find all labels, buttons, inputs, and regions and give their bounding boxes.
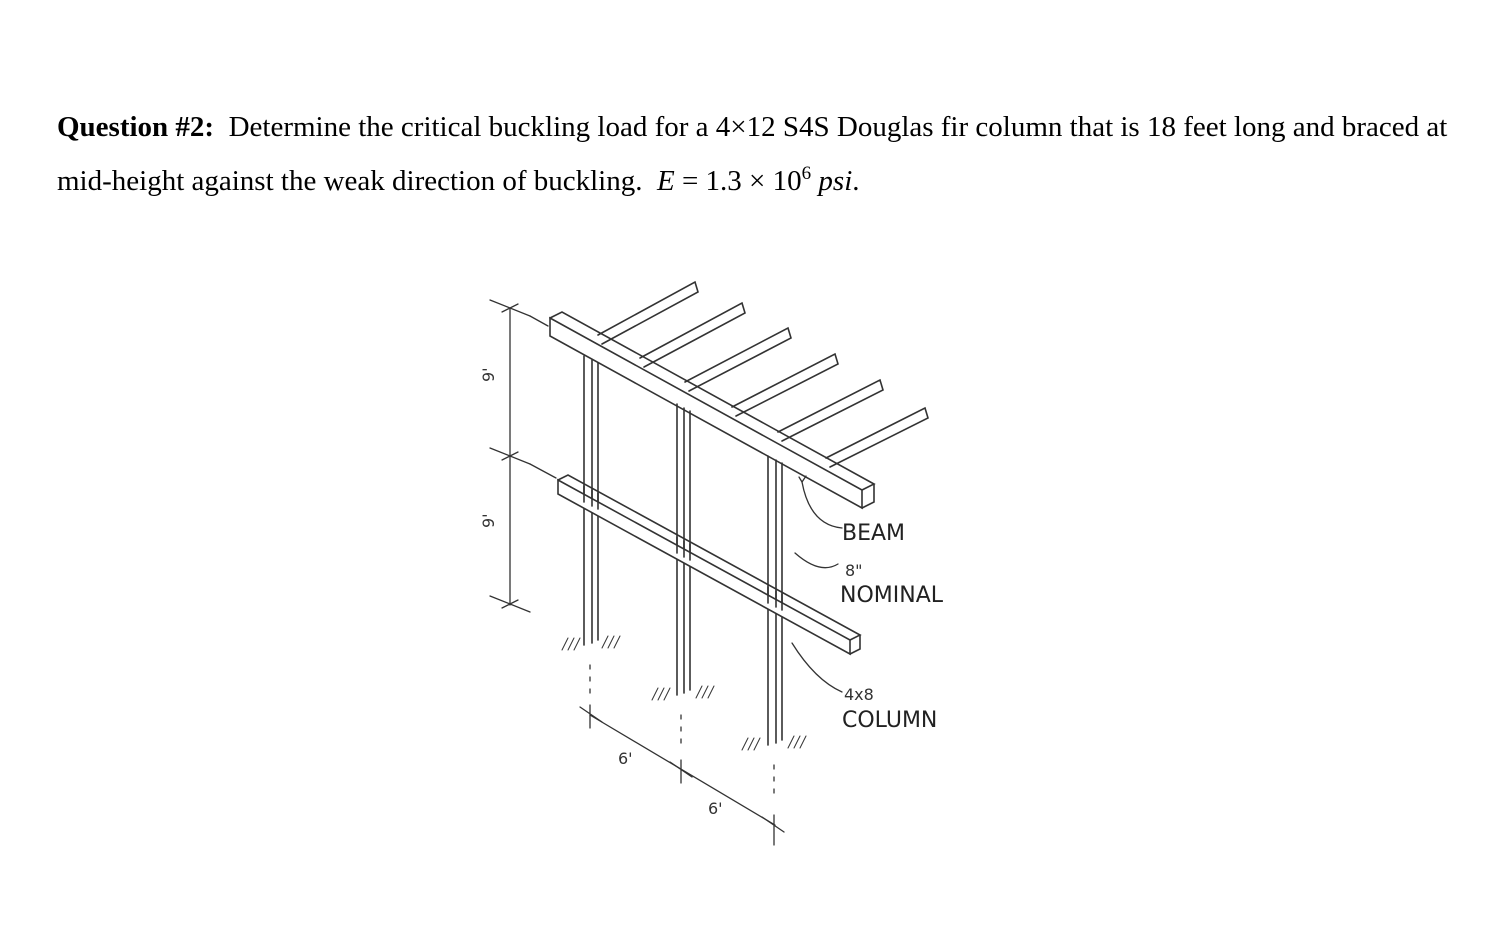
question-paragraph: Question #2: Determine the critical buck… bbox=[57, 100, 1477, 208]
roof-joists bbox=[597, 280, 929, 468]
beam-label: BEAM bbox=[842, 521, 905, 546]
modulus-exponent: 6 bbox=[801, 163, 812, 184]
span-dimension bbox=[579, 664, 785, 846]
formula-period: . bbox=[852, 165, 860, 197]
dim-height-lower: 9' bbox=[479, 513, 498, 528]
ground-hatching bbox=[561, 635, 807, 751]
structure-sketch: BEAM 8" NOMINAL 4x8 COLUMN 9' 9' 6' 6' bbox=[479, 280, 944, 846]
question-label: Question #2: bbox=[57, 111, 215, 143]
dim-span-1: 6' bbox=[618, 749, 633, 768]
modulus-symbol: E bbox=[656, 165, 675, 197]
dim-span-2: 6' bbox=[708, 799, 723, 818]
question-text: Determine the critical buckling load for… bbox=[57, 111, 1448, 197]
nominal-value: 8" bbox=[845, 561, 863, 580]
column-size: 4x8 bbox=[844, 685, 874, 704]
brace bbox=[557, 474, 862, 656]
height-dimension bbox=[489, 299, 557, 613]
leader-lines bbox=[791, 475, 843, 693]
modulus-unit: psi bbox=[818, 165, 853, 197]
modulus-value: = 1.3 × 10 bbox=[674, 165, 802, 197]
beam bbox=[549, 311, 876, 510]
modulus-formula: E = 1.3 × 106 psi. bbox=[656, 163, 860, 197]
dim-height-upper: 9' bbox=[479, 367, 498, 382]
nominal-label: NOMINAL bbox=[840, 583, 944, 608]
column-label: COLUMN bbox=[842, 708, 937, 733]
